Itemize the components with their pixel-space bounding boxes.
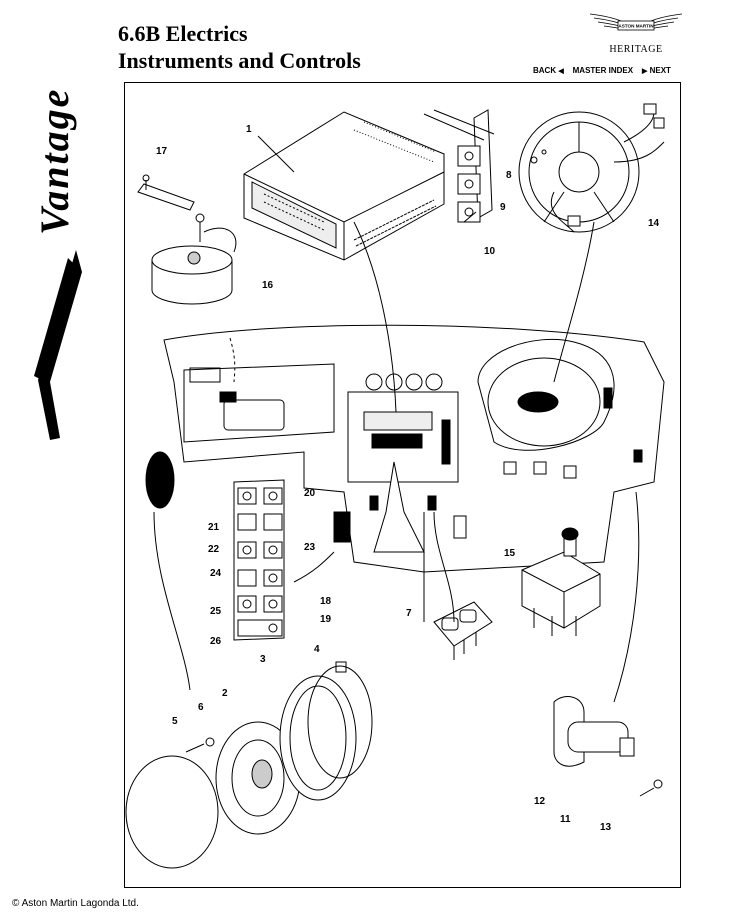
switch-bracket bbox=[423, 109, 495, 223]
callout-4: 4 bbox=[314, 644, 320, 655]
callout-9: 9 bbox=[500, 202, 506, 213]
next-label: NEXT bbox=[649, 66, 671, 75]
speaker-assembly bbox=[125, 661, 373, 869]
callout-11: 11 bbox=[560, 814, 571, 825]
speaker-16 bbox=[151, 227, 237, 305]
emblem-text: ASTON MARTIN bbox=[618, 24, 654, 29]
callout-17: 17 bbox=[156, 146, 168, 157]
window-switch-7 bbox=[433, 601, 493, 660]
bracket-17 bbox=[137, 174, 205, 242]
callout-12: 12 bbox=[534, 796, 546, 807]
master-index-link[interactable]: MASTER INDEX bbox=[572, 66, 634, 75]
callout-24: 24 bbox=[210, 568, 222, 579]
switch-panel bbox=[233, 479, 285, 641]
next-arrow-icon: ▶ bbox=[641, 68, 648, 75]
aston-martin-wings-logo: ASTON MARTIN bbox=[589, 13, 683, 31]
callout-10: 10 bbox=[484, 246, 496, 257]
callouts: 1 2 3 4 5 6 7 8 9 10 11 12 13 14 15 16 1… bbox=[156, 124, 660, 833]
page-title: 6.6B Electrics bbox=[118, 21, 248, 46]
callout-6: 6 bbox=[198, 702, 204, 713]
radio-unit bbox=[243, 111, 445, 261]
callout-13: 13 bbox=[600, 822, 612, 833]
callout-19: 19 bbox=[320, 614, 332, 625]
vantage-logo: Vantage bbox=[32, 88, 82, 440]
title-block: 6.6B Electrics Instruments and Controls bbox=[118, 20, 361, 74]
callout-5: 5 bbox=[172, 716, 178, 727]
callout-25: 25 bbox=[210, 606, 222, 617]
heritage-label: HERITAGE bbox=[609, 44, 663, 55]
callout-23: 23 bbox=[304, 542, 316, 553]
dashboard bbox=[163, 324, 665, 573]
callout-7: 7 bbox=[406, 608, 412, 619]
vantage-logo-text: Vantage bbox=[32, 88, 77, 235]
callout-22: 22 bbox=[208, 544, 220, 555]
navigation-bar: BACK ◀ MASTER INDEX ▶ NEXT bbox=[533, 66, 671, 75]
callout-18: 18 bbox=[320, 596, 332, 607]
callout-3: 3 bbox=[260, 654, 266, 665]
callout-2: 2 bbox=[222, 688, 228, 699]
door-switch bbox=[553, 696, 663, 797]
exploded-parts-diagram: 1 2 3 4 5 6 7 8 9 10 11 12 13 14 15 16 1… bbox=[125, 103, 665, 869]
callout-8: 8 bbox=[506, 170, 512, 181]
back-link[interactable]: BACK ◀ bbox=[533, 66, 564, 75]
next-link[interactable]: ▶ NEXT bbox=[642, 66, 671, 75]
callout-14: 14 bbox=[648, 218, 660, 229]
callout-15: 15 bbox=[504, 548, 516, 559]
back-arrow-icon: ◀ bbox=[558, 68, 564, 75]
callout-1: 1 bbox=[246, 124, 252, 135]
speaker-aperture bbox=[145, 451, 175, 509]
callout-20: 20 bbox=[304, 488, 316, 499]
steering-wheel-boss bbox=[518, 103, 665, 233]
callout-26: 26 bbox=[210, 636, 222, 647]
diagram-frame bbox=[124, 82, 681, 888]
callout-16: 16 bbox=[262, 280, 274, 291]
page-subtitle: Instruments and Controls bbox=[118, 48, 361, 73]
rotary-switch-15 bbox=[521, 527, 601, 636]
callout-21: 21 bbox=[208, 522, 220, 533]
copyright: © Aston Martin Lagonda Ltd. bbox=[12, 898, 139, 909]
back-label: BACK bbox=[533, 66, 557, 75]
